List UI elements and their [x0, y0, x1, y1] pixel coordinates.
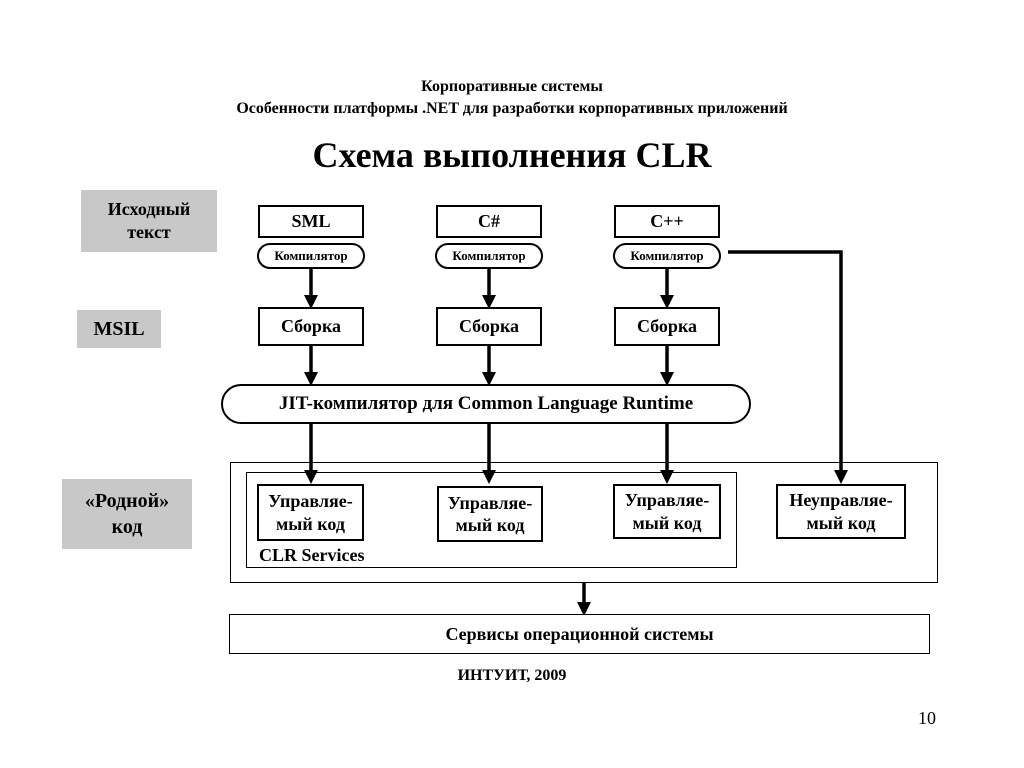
language-box-cpp: C++ — [614, 205, 720, 238]
native-code-frame — [230, 462, 938, 583]
compiler-pill-csharp: Компилятор — [435, 243, 543, 269]
footer-credit: ИНТУИТ, 2009 — [457, 667, 567, 684]
slide-title: Схема выполнения CLR — [312, 135, 712, 175]
unmanaged-code-line2: мый код — [806, 512, 876, 533]
managed-code-line1: Управляе- — [268, 491, 353, 511]
managed-code-box-3: Управляе- мый код — [613, 484, 721, 539]
clr-services-frame — [246, 472, 737, 568]
row-label-source-line2: текст — [127, 222, 171, 242]
row-label-native-line1: «Родной» — [84, 490, 170, 512]
assembly-box-sml: Сборка — [258, 307, 364, 346]
managed-code-line2: мый код — [632, 512, 702, 533]
managed-code-line1: Управляе- — [447, 492, 533, 513]
managed-code-line2: мый код — [276, 513, 345, 534]
course-title: Корпоративные системы — [421, 78, 603, 95]
assembly-box-cpp: Сборка — [614, 307, 720, 346]
unmanaged-code-line1: Неуправляе- — [789, 490, 893, 510]
managed-code-box-1: Управляе- мый код — [257, 484, 364, 541]
page-number: 10 — [918, 708, 936, 728]
assembly-box-csharp: Сборка — [436, 307, 542, 346]
language-box-csharp: C# — [436, 205, 542, 238]
row-label-source-line1: Исходный — [107, 198, 191, 219]
managed-code-line2: мый код — [455, 515, 525, 535]
unmanaged-code-box: Неуправляе- мый код — [776, 484, 906, 539]
managed-code-line1: Управляе- — [624, 490, 710, 510]
arrow-cpp-to-unmanaged — [728, 250, 848, 484]
row-label-native-line2: код — [111, 516, 143, 538]
compiler-pill-cpp: Компилятор — [613, 243, 721, 269]
language-box-sml: SML — [258, 205, 364, 238]
row-label-source-text: Исходный текст — [81, 190, 217, 252]
managed-code-box-2: Управляе- мый код — [437, 486, 543, 542]
row-label-native-code: «Родной» код — [62, 479, 192, 549]
jit-compiler-box: JIT-компилятор для Common Language Runti… — [221, 384, 751, 424]
compiler-pill-sml: Компилятор — [257, 243, 365, 269]
row-label-msil: MSIL — [77, 310, 161, 348]
clr-services-label: CLR Services — [259, 545, 365, 565]
os-services-box: Сервисы операционной системы — [229, 614, 930, 654]
course-subtitle: Особенности платформы .NET для разработк… — [236, 100, 788, 117]
